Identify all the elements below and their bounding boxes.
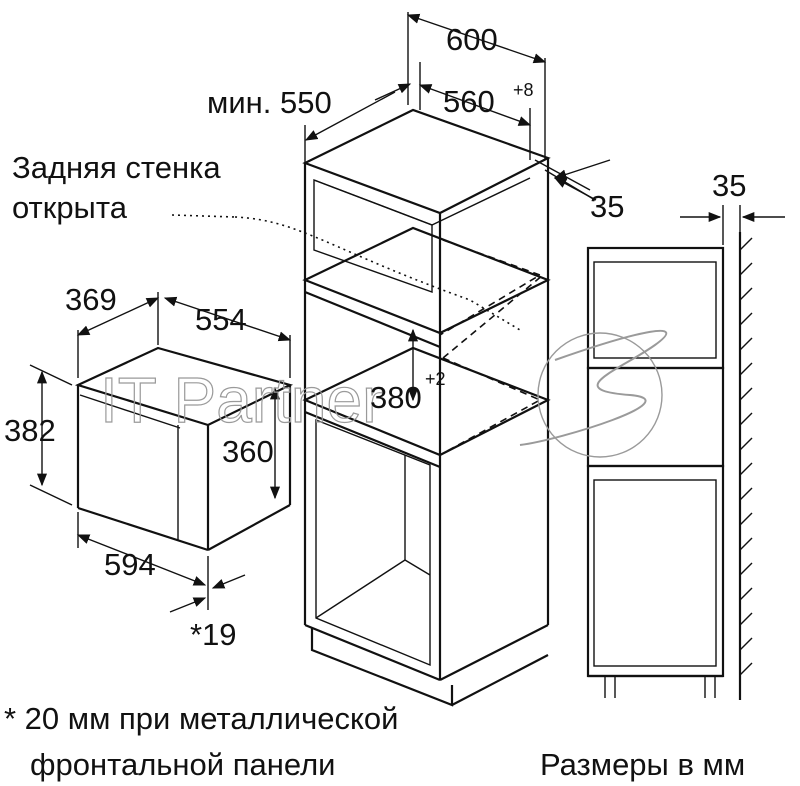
cabinet-top (302, 108, 551, 215)
niche-height-tolerance: +2 (425, 369, 446, 389)
cabinet-dimensions (171, 12, 611, 402)
front-offset-label: *19 (190, 617, 237, 652)
shelf-lower (302, 346, 551, 457)
side-lower-unit (586, 464, 725, 678)
top-width-label: 600 (446, 22, 498, 57)
width-600-arrow (406, 13, 547, 64)
rear-gap-label: 35 (590, 189, 624, 224)
oven-inner-width-label: 554 (195, 302, 247, 337)
inner-width-tolerance: +8 (513, 80, 534, 100)
footnote-line2: фронтальной панели (30, 747, 336, 782)
shelf-upper (302, 226, 551, 335)
min-width-label: мин. 550 (207, 85, 332, 120)
niche-height-label: 380 (370, 380, 422, 415)
rear-wall-note-line2: открыта (12, 190, 128, 225)
wall-hatching (739, 237, 753, 676)
inner-width-label: 560 (443, 84, 495, 119)
footnote-line1: * 20 мм при металлической (4, 701, 398, 736)
appliance-box (29, 292, 294, 613)
watermark-text: IT Partner (100, 364, 383, 436)
rear-wall-note-line1: Задняя стенка (12, 150, 221, 185)
oven-height-label: 382 (4, 413, 56, 448)
oven-width-label: 594 (104, 547, 156, 582)
side-gap-label: 35 (712, 168, 746, 203)
watermark-logo-icon (519, 329, 668, 458)
oven-depth-label: 369 (65, 282, 117, 317)
side-upper-unit (586, 246, 725, 370)
units-note: Размеры в мм (540, 747, 745, 782)
side-view (586, 205, 785, 700)
oven-inner-height-label: 360 (222, 434, 274, 469)
